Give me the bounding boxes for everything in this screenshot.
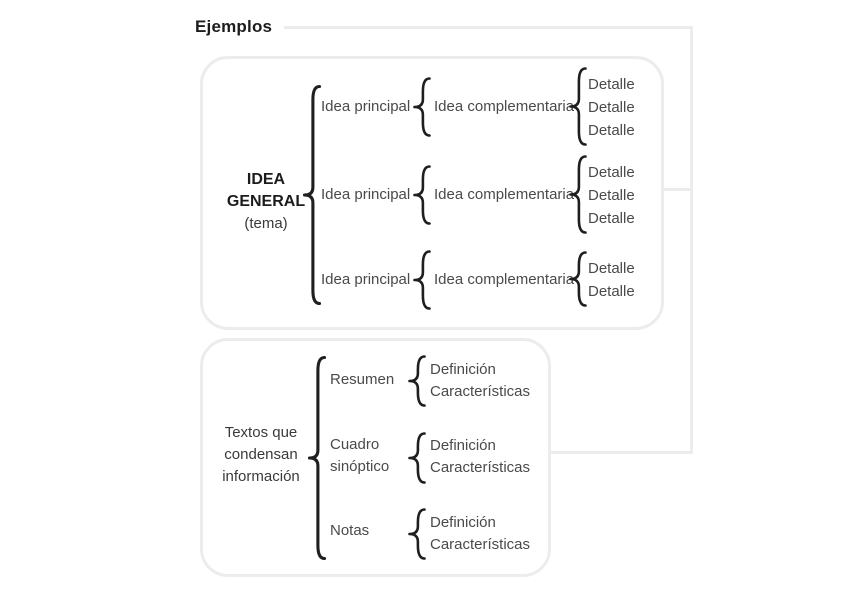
child-label: Idea complementaria xyxy=(434,271,575,288)
example-box-textos: Textos que condensan información Resumen… xyxy=(200,338,551,577)
curly-brace xyxy=(569,251,587,307)
detail-list: Definición Características xyxy=(430,359,530,403)
detail-item: Detalle xyxy=(588,187,635,204)
curly-brace-main xyxy=(307,355,327,561)
connector-stub-box2 xyxy=(545,451,693,454)
curly-brace xyxy=(413,165,431,225)
detail-item: Detalle xyxy=(588,210,635,227)
detail-list: Definición Características xyxy=(430,512,530,556)
connector-stub-box1 xyxy=(656,188,690,191)
detail-list: Detalle Detalle xyxy=(588,257,635,303)
branch-label: Resumen xyxy=(330,371,395,388)
branch-label: Notas xyxy=(330,522,370,539)
root-label-idea-general: IDEA GENERAL (tema) xyxy=(211,169,321,235)
child-label: Idea complementaria xyxy=(434,186,575,203)
page-title: Ejemplos xyxy=(195,17,273,36)
child-label: Idea complementaria xyxy=(434,98,575,115)
detail-item: Detalle xyxy=(588,164,635,181)
branch-label-line: Cuadro xyxy=(330,436,380,453)
curly-brace xyxy=(408,508,426,560)
detail-item: Detalle xyxy=(588,76,635,93)
detail-item: Definición xyxy=(430,514,496,531)
detail-item: Detalle xyxy=(588,260,635,277)
curly-brace xyxy=(569,155,587,234)
branch-label: Idea principal xyxy=(321,186,411,203)
root-line: (tema) xyxy=(244,215,288,232)
detail-item: Características xyxy=(430,536,531,553)
detail-list: Detalle Detalle Detalle xyxy=(588,161,635,230)
curly-brace xyxy=(408,432,426,484)
root-line: condensan xyxy=(224,446,298,463)
connector-right-line xyxy=(690,26,693,454)
root-line: Textos que xyxy=(224,424,298,441)
detail-item: Características xyxy=(430,383,531,400)
detail-item: Detalle xyxy=(588,283,635,300)
curly-brace xyxy=(569,67,587,146)
curly-brace-main xyxy=(302,84,322,306)
detail-list: Definición Características xyxy=(430,435,530,479)
root-line: información xyxy=(222,468,300,485)
branch-label: Idea principal xyxy=(321,271,411,288)
detail-item: Detalle xyxy=(588,122,635,139)
detail-list: Detalle Detalle Detalle xyxy=(588,73,635,142)
detail-item: Detalle xyxy=(588,99,635,116)
curly-brace xyxy=(413,77,431,137)
root-line: IDEA xyxy=(246,171,286,188)
branch-label: Idea principal xyxy=(321,98,411,115)
curly-brace xyxy=(408,355,426,407)
example-box-idea-general: IDEA GENERAL (tema) Idea principal Idea … xyxy=(200,56,664,330)
curly-brace xyxy=(413,250,431,310)
root-line: GENERAL xyxy=(226,193,306,210)
branch-label: Cuadro sinóptico xyxy=(330,434,389,478)
detail-item: Definición xyxy=(430,361,496,378)
root-label-textos: Textos que condensan información xyxy=(205,422,317,488)
branch-label-line: sinóptico xyxy=(330,458,390,475)
detail-item: Definición xyxy=(430,437,496,454)
detail-item: Características xyxy=(430,459,531,476)
connector-top-line xyxy=(284,26,693,29)
